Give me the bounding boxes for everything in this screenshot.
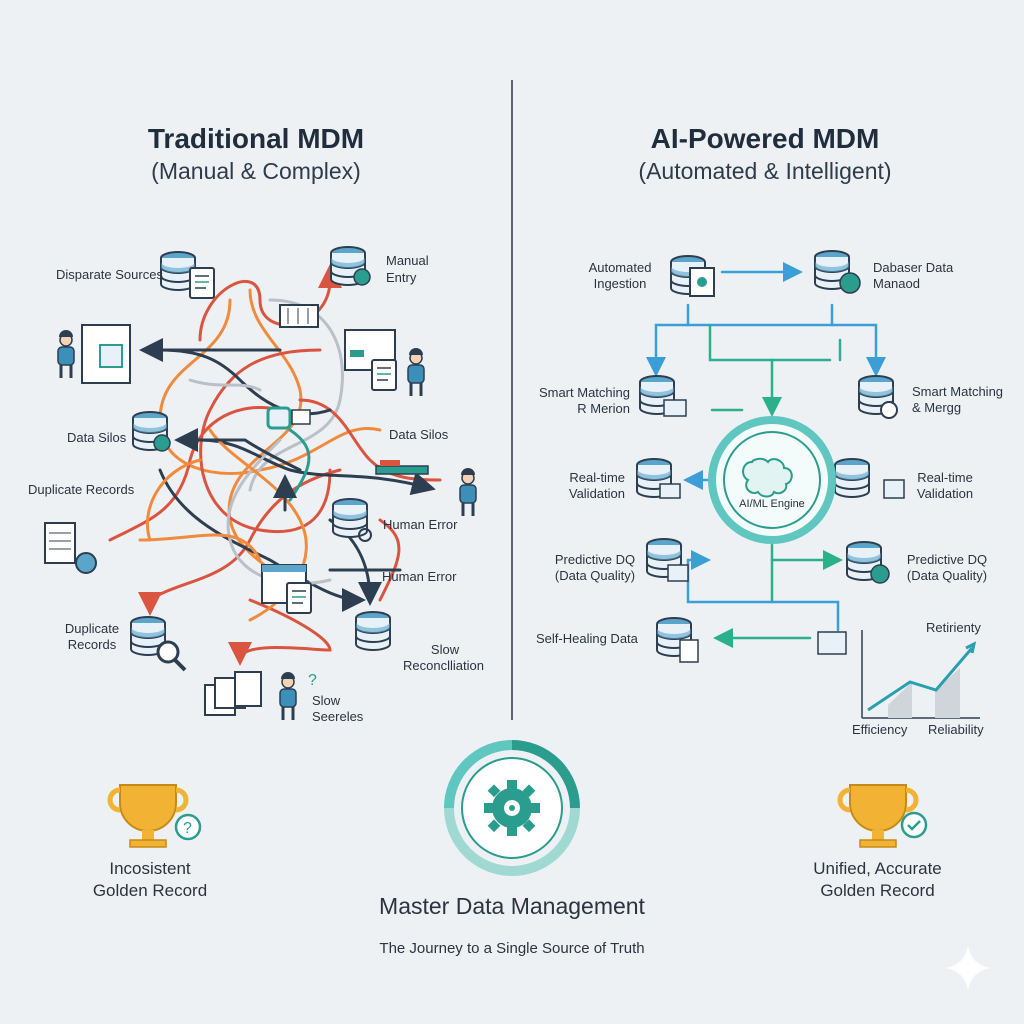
label-duplicate-records-1: Duplicate (64, 621, 120, 636)
center-title: Master Data Management (379, 893, 645, 919)
brain-icon (742, 457, 793, 498)
chart-x-label-reliability: Reliability (928, 722, 984, 737)
sparkle-icon (945, 945, 991, 991)
label-manual-entry-1: Manual (386, 253, 429, 268)
label-realtime-left-1: Real-time (569, 470, 625, 485)
label-self-healing-data: Self-Healing Data (536, 631, 638, 646)
label-human-error-2: Human Error (382, 569, 457, 584)
left-icons: ? (44, 246, 478, 722)
traditional-subtitle: (Manual & Complex) (151, 158, 361, 184)
label-human-error-1: Human Error (383, 517, 458, 532)
svg-text:?: ? (308, 672, 317, 689)
label-smart-matching-left-2: R Merion (577, 401, 630, 416)
label-slow-searches-2: Seereles (312, 709, 364, 724)
label-database-data-1: Dabaser Data (873, 260, 954, 275)
label-predictive-left-2: (Data Quality) (554, 568, 636, 583)
label-smart-matching-right-2: & Mergg (912, 400, 962, 415)
label-slow-reconciliation-1: Slow (430, 642, 460, 657)
label-predictive-right-1: Predictive DQ (906, 552, 988, 567)
left-outcome-line-1: Incosistent (109, 859, 191, 878)
label-predictive-left-1: Predictive DQ (554, 552, 636, 567)
label-data-silos-left: Data Silos (67, 430, 127, 445)
label-smart-matching-left-1: Smart Matching (538, 385, 630, 400)
right-icons (636, 250, 905, 663)
left-outcome-line-2: Golden Record (92, 881, 208, 900)
label-slow-searches-1: Slow (312, 693, 341, 708)
tangled-flow-lines (108, 264, 442, 666)
ai-title: AI-Powered MDM (650, 123, 880, 154)
label-database-data-2: Manaod (873, 276, 920, 291)
ai-subtitle: (Automated & Intelligent) (638, 158, 892, 184)
right-outcome-line-1: Unified, Accurate (813, 859, 942, 878)
label-manual-entry-2: Entry (386, 270, 417, 285)
label-realtime-right-2: Validation (916, 486, 974, 501)
label-smart-matching-right-1: Smart Matching (912, 384, 1004, 399)
svg-text:?: ? (183, 820, 192, 837)
check-icon (900, 811, 928, 839)
center-subtitle: The Journey to a Single Source of Truth (379, 940, 645, 957)
right-outcome-line-2: Golden Record (820, 881, 935, 900)
reliability-chart (861, 630, 980, 719)
label-automated-ingestion-2: Ingestion (593, 276, 647, 291)
label-disparate-sources: Disparate Sources (56, 267, 163, 282)
label-automated-ingestion-1: Automated (588, 260, 652, 275)
label-duplicate-records-top: Duplicate Records (28, 482, 135, 497)
gear-icon (484, 780, 540, 836)
label-data-silos-right: Data Silos (389, 427, 449, 442)
label-predictive-right-2: (Data Quality) (906, 568, 988, 583)
label-realtime-left-2: Validation (568, 486, 625, 501)
label-realtime-right-1: Real-time (917, 470, 973, 485)
trophy-icon (837, 784, 919, 848)
trophy-icon (107, 784, 189, 848)
traditional-title: Traditional MDM (147, 123, 365, 154)
mdm-gear-ring (444, 740, 580, 876)
question-icon: ? (174, 813, 202, 841)
label-ai-ml-engine: AI/ML Engine (739, 498, 805, 510)
chart-title: Retirienty (926, 620, 981, 635)
ai-ml-engine-ring (708, 416, 836, 544)
label-slow-reconciliation-2: Reconclliation (403, 658, 484, 673)
label-duplicate-records-2: Records (67, 637, 117, 652)
chart-x-label-efficiency: Efficiency (852, 722, 908, 737)
